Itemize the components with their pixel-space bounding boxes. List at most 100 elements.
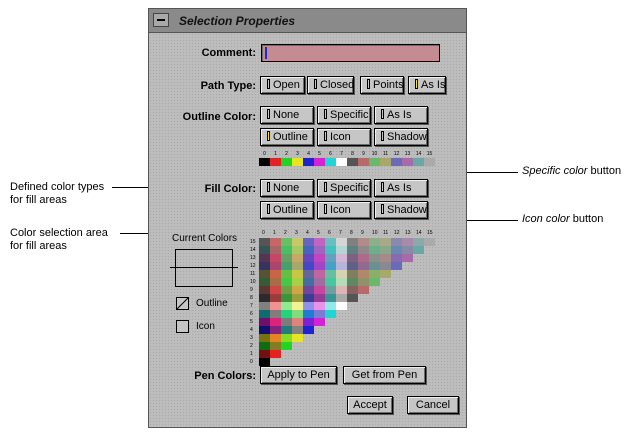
blend-color-cell[interactable] (314, 246, 325, 254)
blend-color-cell[interactable] (259, 294, 270, 302)
blend-color-cell[interactable] (314, 286, 325, 294)
blend-color-cell[interactable] (369, 262, 380, 270)
blend-color-cell[interactable] (325, 278, 336, 286)
blend-color-cell[interactable] (281, 342, 292, 350)
blend-color-cell[interactable] (369, 270, 380, 278)
blend-color-cell[interactable] (281, 278, 292, 286)
blend-color-cell[interactable] (336, 294, 347, 302)
blend-color-cell[interactable] (270, 350, 281, 358)
blend-color-cell[interactable] (380, 262, 391, 270)
outline-icon-button[interactable]: Icon (317, 128, 371, 146)
blend-color-cell[interactable] (347, 294, 358, 302)
outline-as-is-button[interactable]: As Is (374, 106, 428, 124)
palette-swatch[interactable] (270, 158, 281, 166)
path-type-points-button[interactable]: Points (360, 76, 404, 94)
palette-swatch[interactable] (402, 158, 413, 166)
blend-color-cell[interactable] (259, 254, 270, 262)
blend-color-cell[interactable] (358, 246, 369, 254)
blend-color-cell[interactable] (281, 294, 292, 302)
blend-color-cell[interactable] (259, 358, 270, 366)
blend-color-cell[interactable] (380, 270, 391, 278)
blend-color-cell[interactable] (292, 254, 303, 262)
title-bar[interactable]: Selection Properties (149, 9, 466, 33)
palette-swatch[interactable] (314, 158, 325, 166)
blend-color-cell[interactable] (281, 310, 292, 318)
blend-color-cell[interactable] (259, 262, 270, 270)
blend-color-cell[interactable] (391, 246, 402, 254)
blend-color-cell[interactable] (358, 270, 369, 278)
blend-color-cell[interactable] (347, 254, 358, 262)
blend-color-cell[interactable] (380, 254, 391, 262)
blend-color-cell[interactable] (281, 254, 292, 262)
blend-color-cell[interactable] (314, 294, 325, 302)
blend-color-cell[interactable] (281, 326, 292, 334)
blend-color-cell[interactable] (259, 238, 270, 246)
blend-color-cell[interactable] (303, 302, 314, 310)
blend-color-cell[interactable] (336, 270, 347, 278)
blend-color-cell[interactable] (336, 286, 347, 294)
blend-color-cell[interactable] (270, 318, 281, 326)
blend-color-cell[interactable] (347, 286, 358, 294)
blend-color-cell[interactable] (303, 310, 314, 318)
blend-color-cell[interactable] (259, 350, 270, 358)
blend-color-cell[interactable] (369, 238, 380, 246)
blend-color-cell[interactable] (259, 334, 270, 342)
outline-none-button[interactable]: None (260, 106, 314, 124)
blend-color-cell[interactable] (347, 262, 358, 270)
path-type-closed-button[interactable]: Closed (307, 76, 354, 94)
blend-color-cell[interactable] (391, 254, 402, 262)
fill-specific-button[interactable]: Specific (317, 179, 371, 197)
apply-to-pen-button[interactable]: Apply to Pen (260, 366, 337, 384)
window-menu-icon[interactable] (153, 13, 169, 27)
palette-swatch[interactable] (292, 158, 303, 166)
blend-color-cell[interactable] (292, 238, 303, 246)
blend-color-cell[interactable] (292, 318, 303, 326)
blend-color-cell[interactable] (303, 254, 314, 262)
blend-color-cell[interactable] (259, 302, 270, 310)
blend-color-cell[interactable] (413, 238, 424, 246)
cancel-button[interactable]: Cancel (407, 396, 459, 414)
blend-color-cell[interactable] (391, 262, 402, 270)
blend-color-cell[interactable] (424, 238, 435, 246)
fill-outline-button[interactable]: Outline (260, 201, 314, 219)
blend-color-cell[interactable] (369, 278, 380, 286)
blend-color-cell[interactable] (358, 286, 369, 294)
blend-color-cell[interactable] (259, 342, 270, 350)
palette-swatch[interactable] (281, 158, 292, 166)
blend-color-cell[interactable] (292, 246, 303, 254)
outline-specific-button[interactable]: Specific (317, 106, 371, 124)
blend-color-cell[interactable] (270, 278, 281, 286)
blend-color-cell[interactable] (336, 238, 347, 246)
blend-color-cell[interactable] (336, 246, 347, 254)
blend-color-cell[interactable] (281, 262, 292, 270)
get-from-pen-button[interactable]: Get from Pen (343, 366, 426, 384)
blend-color-cell[interactable] (358, 238, 369, 246)
blend-color-cell[interactable] (325, 238, 336, 246)
blend-color-cell[interactable] (281, 318, 292, 326)
blend-color-cell[interactable] (303, 270, 314, 278)
blend-color-cell[interactable] (292, 310, 303, 318)
palette-swatch[interactable] (336, 158, 347, 166)
fill-none-button[interactable]: None (260, 179, 314, 197)
blend-color-cell[interactable] (380, 238, 391, 246)
blend-color-cell[interactable] (281, 246, 292, 254)
blend-color-cell[interactable] (325, 254, 336, 262)
blend-color-cell[interactable] (281, 286, 292, 294)
blend-color-cell[interactable] (259, 318, 270, 326)
blend-color-cell[interactable] (303, 326, 314, 334)
blend-color-cell[interactable] (314, 278, 325, 286)
palette-swatch[interactable] (391, 158, 402, 166)
blend-color-cell[interactable] (369, 254, 380, 262)
blend-color-cell[interactable] (303, 262, 314, 270)
blend-color-cell[interactable] (270, 286, 281, 294)
fill-as-is-button[interactable]: As Is (374, 179, 428, 197)
outline-shadow-button[interactable]: Shadow (374, 128, 428, 146)
blend-color-cell[interactable] (270, 270, 281, 278)
blend-color-cell[interactable] (270, 334, 281, 342)
palette-swatch[interactable] (303, 158, 314, 166)
blend-color-cell[interactable] (314, 270, 325, 278)
blend-color-cell[interactable] (270, 310, 281, 318)
blend-color-cell[interactable] (325, 310, 336, 318)
blend-color-cell[interactable] (292, 326, 303, 334)
blend-color-cell[interactable] (314, 302, 325, 310)
